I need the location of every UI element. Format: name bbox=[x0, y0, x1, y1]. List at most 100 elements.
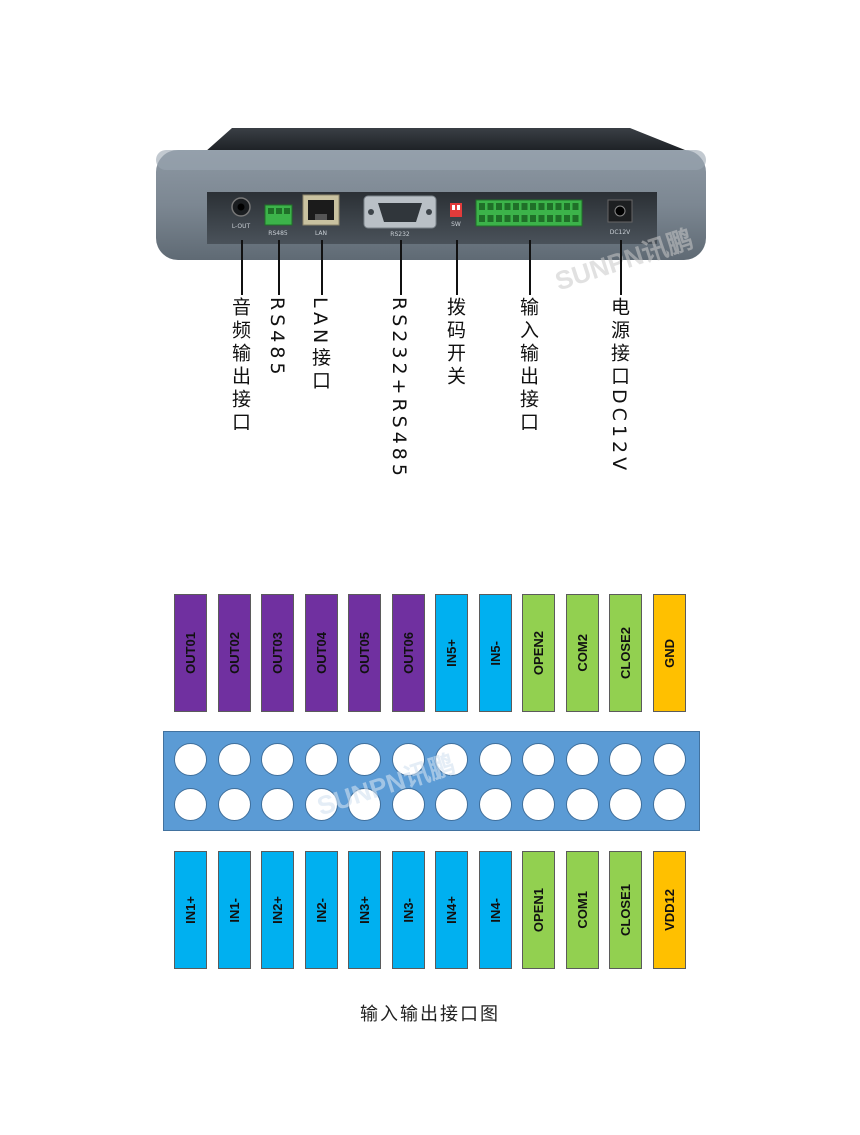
callout-label-rs232: RS232+RS485 bbox=[388, 297, 410, 480]
terminal-label: COM2 bbox=[565, 594, 599, 712]
callout-label-lan: LAN接口 bbox=[309, 297, 331, 394]
callout-line-rs485 bbox=[278, 240, 280, 295]
terminal-text: OPEN2 bbox=[531, 630, 546, 676]
terminal-label: OUT05 bbox=[348, 594, 381, 712]
terminal-label: OPEN1 bbox=[522, 851, 555, 969]
device-back-panel: L-OUT RS485 LAN RS232 bbox=[0, 0, 860, 296]
db9-port-icon bbox=[363, 195, 437, 229]
terminal-text: IN4+ bbox=[444, 896, 459, 924]
terminal-hole bbox=[304, 788, 338, 821]
callout-line-power bbox=[620, 240, 622, 295]
callout-label-rs485: RS485 bbox=[266, 297, 288, 379]
callout-line-dip bbox=[456, 240, 458, 295]
callout-label-io: 输入输出接口 bbox=[517, 297, 539, 435]
panel-label-lout: L-OUT bbox=[232, 223, 251, 230]
terminal-hole bbox=[217, 743, 251, 776]
callout-line-lan bbox=[321, 240, 323, 295]
terminal-label: OPEN2 bbox=[522, 594, 555, 712]
terminal-hole bbox=[391, 743, 425, 776]
terminal-hole bbox=[348, 788, 381, 821]
terminal-label: IN4- bbox=[478, 851, 512, 969]
terminal-hole bbox=[435, 743, 468, 776]
panel-label-dc12v: DC12V bbox=[610, 229, 631, 236]
terminal-label: CLOSE2 bbox=[609, 594, 642, 712]
terminal-hole bbox=[478, 788, 512, 821]
terminal-text: OUT01 bbox=[183, 632, 198, 674]
terminal-hole bbox=[522, 788, 555, 821]
panel-label-sw: SW bbox=[451, 221, 461, 228]
terminal-label: OUT01 bbox=[174, 594, 207, 712]
terminal-hole bbox=[348, 743, 381, 776]
terminal-label: IN2+ bbox=[261, 851, 294, 969]
terminal-hole bbox=[652, 743, 686, 776]
dc-jack-icon bbox=[607, 199, 633, 223]
terminal-text: GND bbox=[661, 638, 677, 668]
terminal-label: IN3- bbox=[391, 851, 425, 969]
terminal-text: OUT02 bbox=[226, 632, 242, 674]
terminal-text: IN5+ bbox=[444, 639, 459, 667]
terminal-text: IN5- bbox=[487, 640, 503, 666]
callout-label-dip: 拨码开关 bbox=[444, 297, 466, 389]
terminal-hole bbox=[652, 788, 686, 821]
terminal-label: IN1- bbox=[217, 851, 251, 969]
terminal-text: IN1+ bbox=[183, 896, 198, 924]
terminal-hole bbox=[435, 788, 468, 821]
callout-line-audio bbox=[241, 240, 243, 295]
terminal-label: COM1 bbox=[565, 851, 599, 969]
terminal-hole bbox=[261, 788, 294, 821]
callout-line-rs232 bbox=[400, 240, 402, 295]
dip-switch-icon bbox=[450, 203, 462, 217]
terminal-text: IN4- bbox=[487, 897, 503, 923]
terminal-text: IN1- bbox=[226, 897, 242, 923]
terminal-text: OPEN1 bbox=[531, 887, 546, 933]
terminal-label: IN5- bbox=[478, 594, 512, 712]
rs485-terminal-icon bbox=[264, 204, 293, 226]
terminal-text: IN2- bbox=[313, 897, 329, 923]
panel-label-rs485: RS485 bbox=[268, 230, 288, 237]
terminal-label: IN4+ bbox=[435, 851, 468, 969]
terminal-label: VDD12 bbox=[652, 851, 686, 969]
terminal-block: SUNPN讯鹏 bbox=[163, 731, 700, 831]
terminal-label: GND bbox=[652, 594, 686, 712]
panel-label-rs232: RS232 bbox=[390, 231, 410, 238]
terminal-hole bbox=[261, 743, 294, 776]
terminal-hole bbox=[609, 788, 642, 821]
terminal-text: OUT05 bbox=[357, 632, 372, 674]
terminal-text: COM1 bbox=[574, 891, 590, 929]
terminal-text: CLOSE2 bbox=[618, 626, 633, 679]
terminal-label: IN2- bbox=[304, 851, 338, 969]
terminal-text: COM2 bbox=[574, 634, 590, 672]
callout-line-io bbox=[529, 240, 531, 295]
terminal-label: OUT04 bbox=[304, 594, 338, 712]
terminal-hole bbox=[565, 788, 599, 821]
panel-label-lan: LAN bbox=[315, 230, 327, 237]
terminal-text: IN2+ bbox=[270, 896, 285, 924]
audio-jack-icon bbox=[231, 197, 251, 217]
terminal-text: OUT04 bbox=[313, 632, 329, 674]
terminal-text: VDD12 bbox=[661, 889, 677, 931]
callout-label-audio: 音频输出接口 bbox=[229, 297, 251, 435]
terminal-hole bbox=[304, 743, 338, 776]
terminal-text: OUT06 bbox=[400, 632, 416, 674]
terminal-hole bbox=[565, 743, 599, 776]
device-illustration: L-OUT RS485 LAN RS232 bbox=[156, 128, 706, 260]
io-terminal-icon bbox=[475, 199, 583, 227]
terminal-text: IN3+ bbox=[357, 896, 372, 924]
terminal-hole bbox=[174, 743, 207, 776]
terminal-text: IN3- bbox=[400, 897, 416, 923]
callout-label-power: 电源接口DC12V bbox=[608, 297, 630, 475]
diagram-caption: 输入输出接口图 bbox=[360, 1004, 500, 1025]
terminal-hole bbox=[174, 788, 207, 821]
terminal-label: IN1+ bbox=[174, 851, 207, 969]
terminal-text: CLOSE1 bbox=[618, 883, 633, 936]
terminal-hole bbox=[522, 743, 555, 776]
terminal-label: OUT02 bbox=[217, 594, 251, 712]
terminal-hole bbox=[478, 743, 512, 776]
terminal-label: CLOSE1 bbox=[609, 851, 642, 969]
terminal-label: IN5+ bbox=[435, 594, 468, 712]
terminal-text: OUT03 bbox=[270, 632, 285, 674]
terminal-hole bbox=[391, 788, 425, 821]
terminal-label: OUT06 bbox=[391, 594, 425, 712]
lan-port-icon bbox=[302, 194, 340, 226]
terminal-hole bbox=[609, 743, 642, 776]
